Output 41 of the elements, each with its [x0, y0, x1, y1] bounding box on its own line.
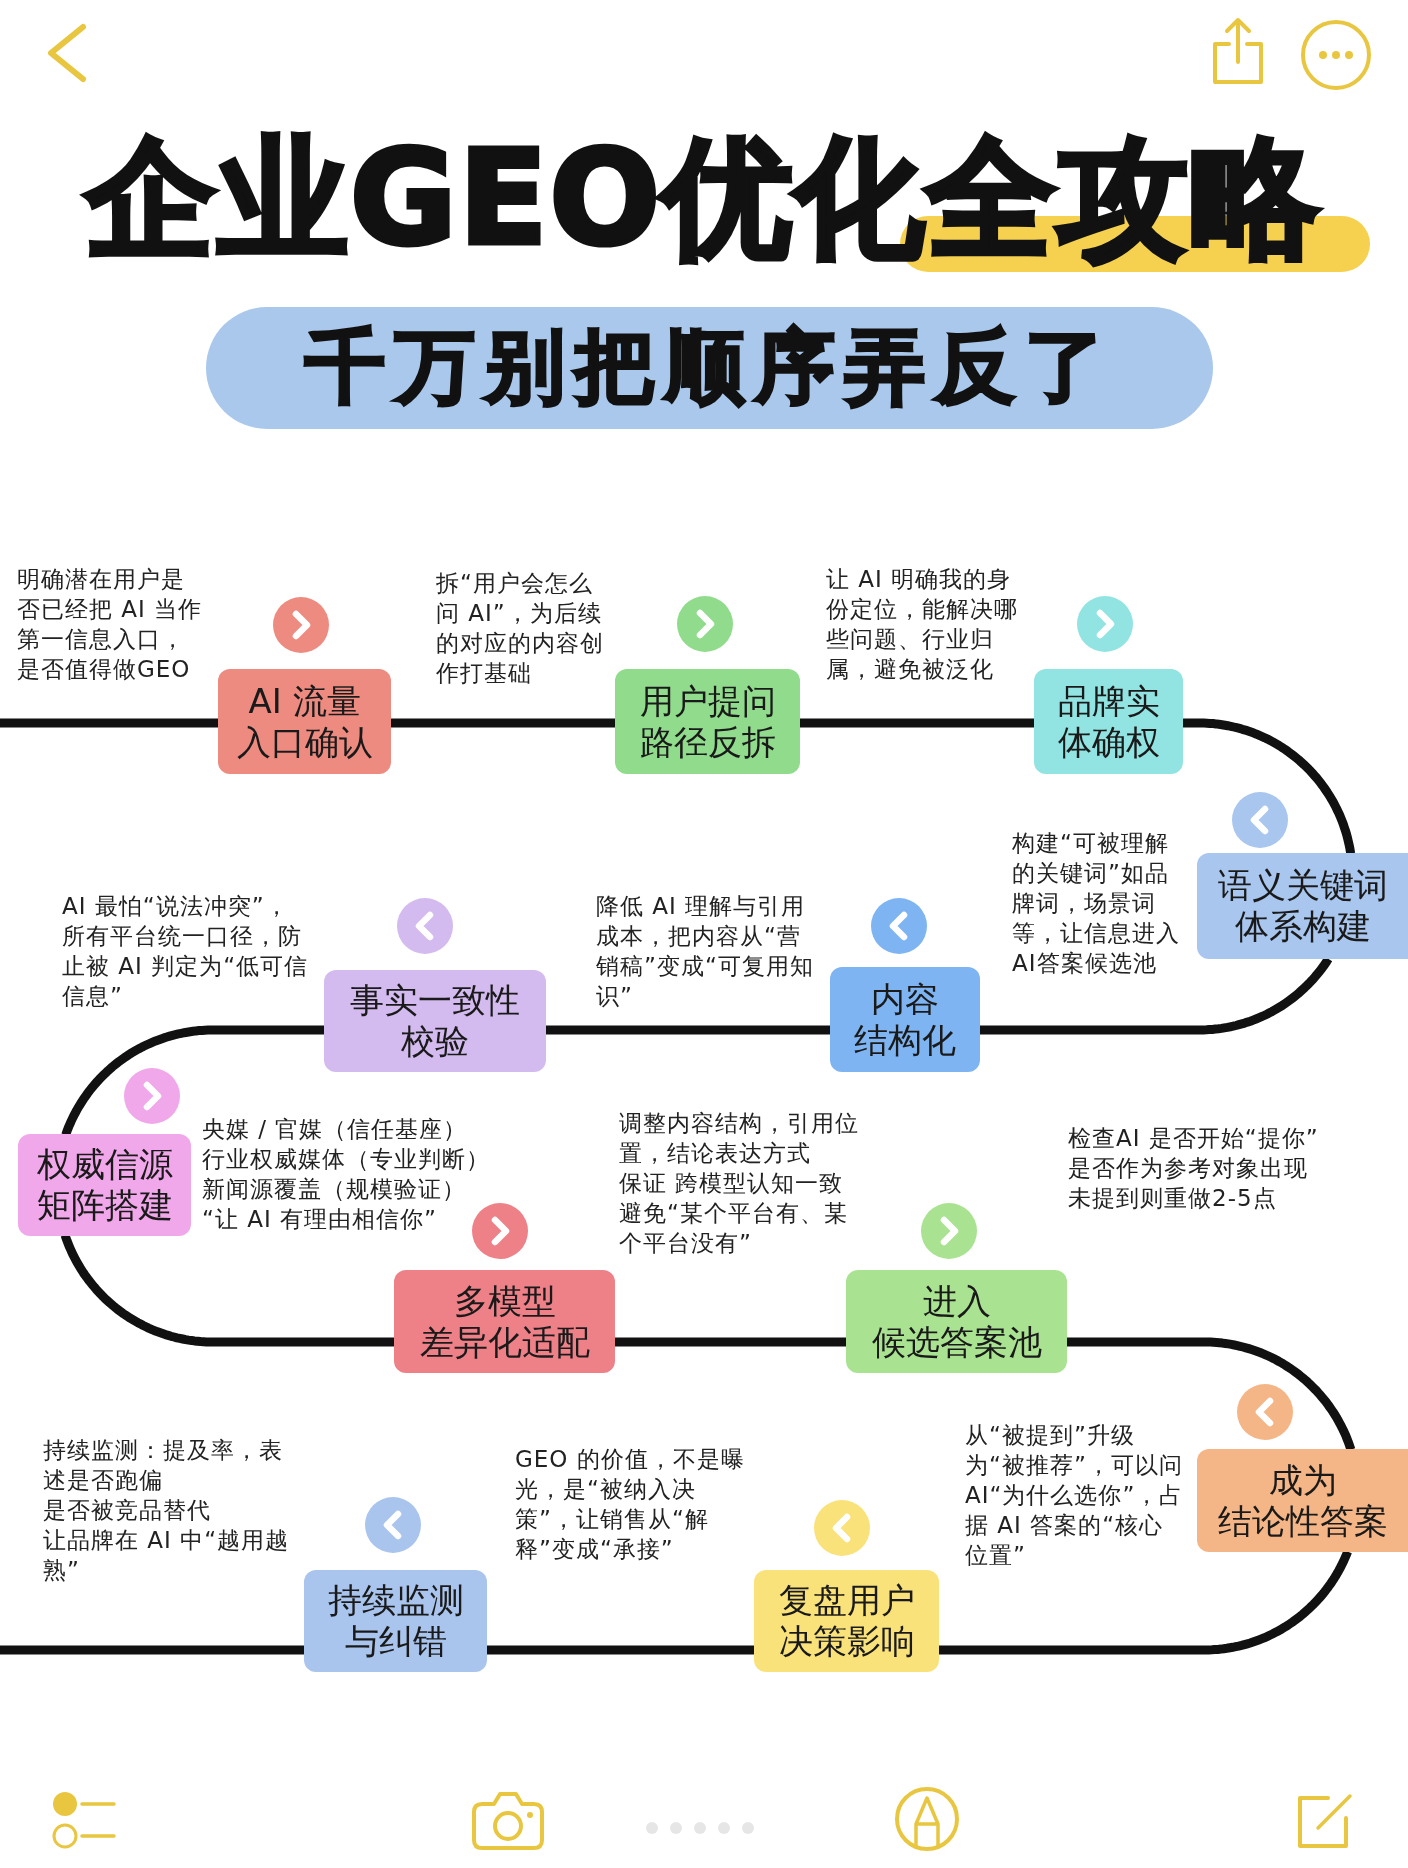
step-description: “让 AI 有理由相信你” — [202, 1205, 438, 1234]
step-description: 是否作为参考对象出现 — [1068, 1154, 1309, 1183]
road-line — [61, 1025, 326, 1137]
step-card: 用户提问路径反拆 — [615, 669, 800, 774]
step-card: 成为结论性答案 — [1197, 1449, 1408, 1552]
step-description: 持续监测：提及率，表述是否跑偏 — [43, 1436, 284, 1495]
road-line — [1065, 1337, 1356, 1452]
step-card: 进入候选答案池 — [846, 1270, 1067, 1373]
road-line — [0, 718, 220, 728]
step-description: 构建“可被理解的关键词”如品牌词，场景词等，让信息进入AI答案候选池 — [1012, 829, 1181, 978]
road-line — [937, 1550, 1352, 1655]
step-card: AI 流量入口确认 — [218, 669, 391, 774]
step-description: 让品牌在 AI 中“越用越熟” — [43, 1526, 291, 1585]
step-card: 多模型差异化适配 — [394, 1270, 615, 1373]
step-description: AI 最怕“说法冲突”，所有平台统一口径，防止被 AI 判定为“低可信信息” — [62, 892, 310, 1011]
step-card: 持续监测与纠错 — [304, 1570, 487, 1672]
step-description: 保证 跨模型认知一致 — [619, 1169, 845, 1198]
step-description: 央媒 / 官媒（信任基座） — [202, 1115, 469, 1144]
subtitle-banner: 千万别把顺序弄反了 — [206, 307, 1213, 429]
step-description: 新闻源覆盖（规模验证） — [202, 1175, 467, 1204]
step-card: 复盘用户决策影响 — [754, 1570, 939, 1672]
step-description: 行业权威媒体（专业判断） — [202, 1145, 491, 1174]
step-description: 明确潜在用户是否已经把 AI 当作第一信息入口，是否值得做GEO — [17, 565, 204, 684]
step-description: GEO 的价值，不是曝光，是“被纳入决策”，让销售从“解释”变成“承接” — [515, 1445, 746, 1564]
step-card: 权威信源矩阵搭建 — [18, 1134, 191, 1236]
step-card: 内容结构化 — [830, 967, 980, 1072]
step-card: 品牌实体确权 — [1034, 669, 1183, 774]
road-line — [1181, 718, 1356, 856]
step-description: 未提到则重做2-5点 — [1068, 1184, 1278, 1213]
step-card: 事实一致性校验 — [324, 970, 546, 1072]
road-line — [798, 718, 1036, 728]
road-line — [389, 718, 617, 728]
step-description: 降低 AI 理解与引用成本，把内容从“营销稿”变成“可复用知识” — [596, 892, 815, 1011]
step-description: 从“被提到”升级为“被推荐”，可以问AI“为什么选你”，占据 AI 答案的“核心位置” — [965, 1421, 1185, 1570]
step-description: 拆“用户会怎么问 AI”，为后续的对应的内容创作打基础 — [436, 569, 605, 688]
step-description: 调整内容结构，引用位置，结论表达方式 — [619, 1109, 860, 1168]
step-description: 检查AI 是否开始“提你” — [1068, 1124, 1320, 1153]
step-description: 避免“某个平台有、某个平台没有” — [619, 1199, 849, 1258]
step-description: 是否被竞品替代 — [43, 1496, 212, 1525]
step-description: 让 AI 明确我的身份定位，能解决哪些问题、行业归属，避免被泛化 — [826, 565, 1019, 684]
step-card: 语义关键词体系构建 — [1197, 853, 1408, 959]
